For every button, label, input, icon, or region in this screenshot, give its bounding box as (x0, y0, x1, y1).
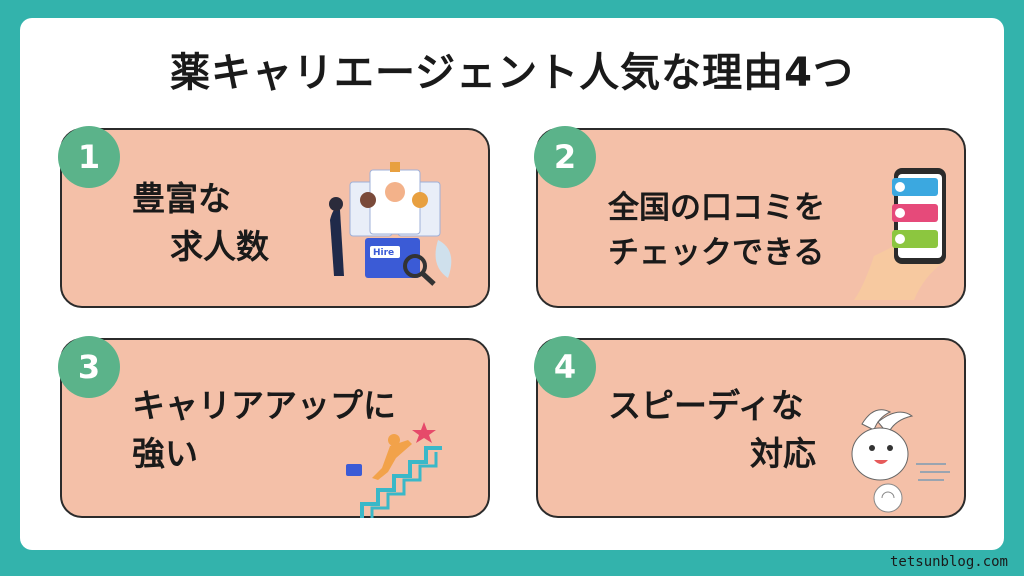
number-badge: 3 (58, 336, 120, 398)
card-label: 豊富な 求人数 (132, 175, 269, 271)
card-label: スピーディな 対応 (608, 382, 816, 478)
card-label-line2: 求人数 (170, 226, 269, 266)
number-badge: 2 (534, 126, 596, 188)
number-badge: 1 (58, 126, 120, 188)
card-label-line1: 豊富な (132, 179, 231, 218)
career-climb-illustration (346, 422, 442, 518)
recruiter-illustration: Hire (329, 162, 452, 286)
page-title: 薬キャリエージェント人気な理由4つ (169, 50, 855, 96)
card-label-line2: 対応 (750, 433, 816, 473)
reason-card-2: 2 全国の口コミを チェックできる (534, 126, 966, 308)
card-label-line2: 強い (132, 433, 198, 473)
reason-card-1: 1 豊富な 求人数 Hire (58, 126, 490, 308)
number-badge: 4 (534, 336, 596, 398)
card-label-line2: チェックできる (608, 234, 825, 271)
card-label: 全国の口コミを チェックできる (608, 186, 825, 276)
phone-reviews-illustration (854, 168, 946, 300)
reason-card-3: 3 キャリアアップに 強い (58, 336, 490, 518)
site-credit: tetsunblog.com (889, 554, 1008, 570)
card-label-line1: キャリアアップに (132, 386, 396, 425)
speedy-rabbit-illustration (851, 409, 950, 513)
card-label: キャリアアップに 強い (132, 382, 396, 478)
card-label-line1: 全国の口コミを (608, 190, 825, 226)
card-label-line1: スピーディな (608, 386, 804, 425)
reason-card-4: 4 スピーディな 対応 (534, 336, 966, 518)
hire-tag-text: Hire (373, 248, 394, 258)
